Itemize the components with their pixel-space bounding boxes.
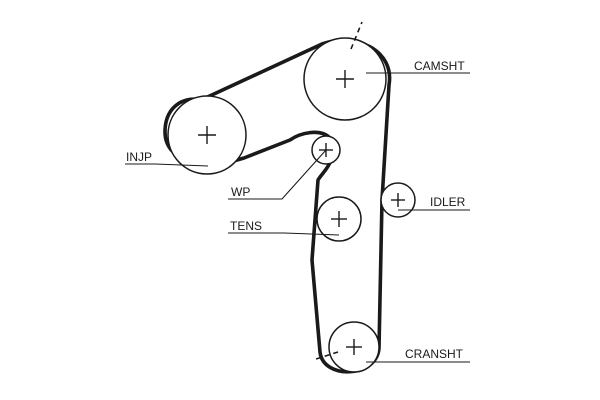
crankshaft-timing-mark: [315, 351, 339, 360]
camshaft-label: CAMSHT: [414, 59, 465, 73]
water-pump-leader: [228, 149, 327, 200]
injection-pump-pulley: [167, 95, 247, 175]
water-pump-label: WP: [231, 185, 250, 199]
tensioner-label: TENS: [230, 219, 262, 233]
crankshaft-label: CRANSHT: [405, 347, 464, 361]
tensioner-leader: [228, 232, 340, 236]
tensioner-pulley: [316, 196, 362, 242]
injection-pump-leader: [125, 163, 209, 167]
camshaft-pulley: [303, 37, 387, 121]
injection-pump-label: INJP: [126, 150, 152, 164]
idler-label: IDLER: [430, 195, 466, 209]
idler-pulley: [380, 182, 416, 218]
crankshaft-pulley: [328, 321, 380, 373]
camshaft-timing-mark: [350, 21, 363, 50]
